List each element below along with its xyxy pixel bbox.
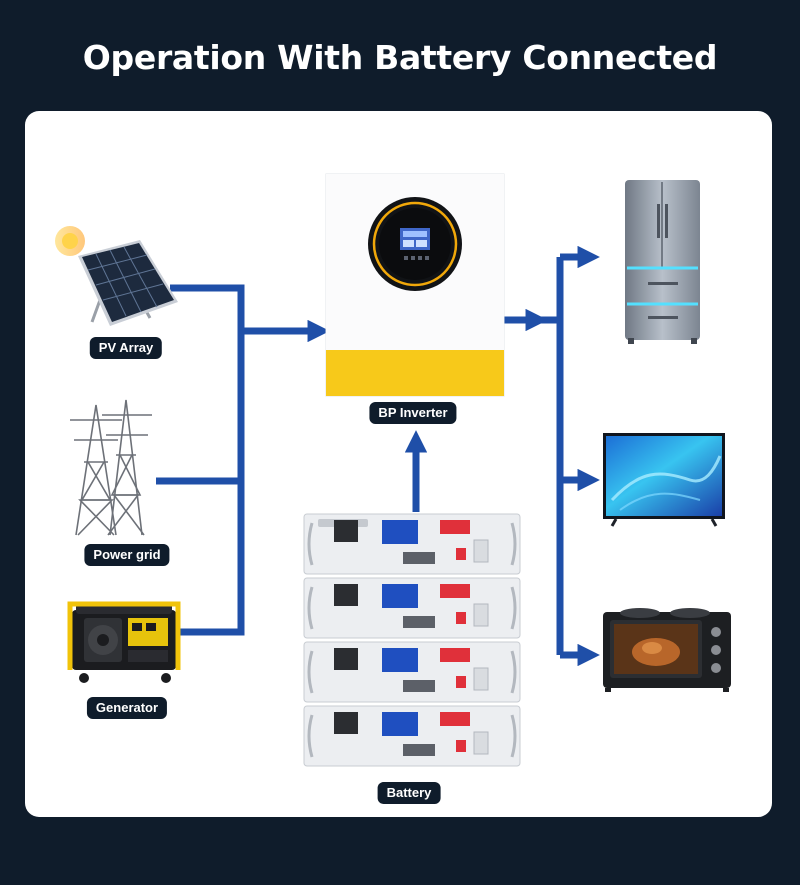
tower-back (102, 399, 152, 536)
pv-to-bus-line (170, 284, 245, 636)
tower-front (70, 404, 122, 536)
label-inverter: BP Inverter (369, 402, 457, 424)
label-battery: Battery (377, 782, 441, 804)
solar-panel-icon (55, 226, 178, 326)
battery-stack-icon (303, 513, 521, 767)
battery-module-icon (303, 705, 521, 767)
battery-module-icon (303, 577, 521, 639)
load-bus-line (530, 316, 564, 655)
generator-icon (67, 601, 181, 683)
battery-module-icon (303, 641, 521, 703)
flow-lines (156, 245, 600, 667)
transmission-tower-icon (70, 399, 152, 536)
battery-module-icon (303, 513, 521, 575)
label-power-grid: Power grid (84, 544, 170, 566)
refrigerator-icon (625, 180, 700, 344)
inverter-icon (325, 173, 505, 397)
label-generator: Generator (86, 697, 168, 719)
oven-icon (603, 608, 731, 692)
page-title: Operation With Battery Connected (82, 38, 718, 77)
television-icon (603, 433, 725, 527)
label-pv-array: PV Array (89, 337, 163, 359)
